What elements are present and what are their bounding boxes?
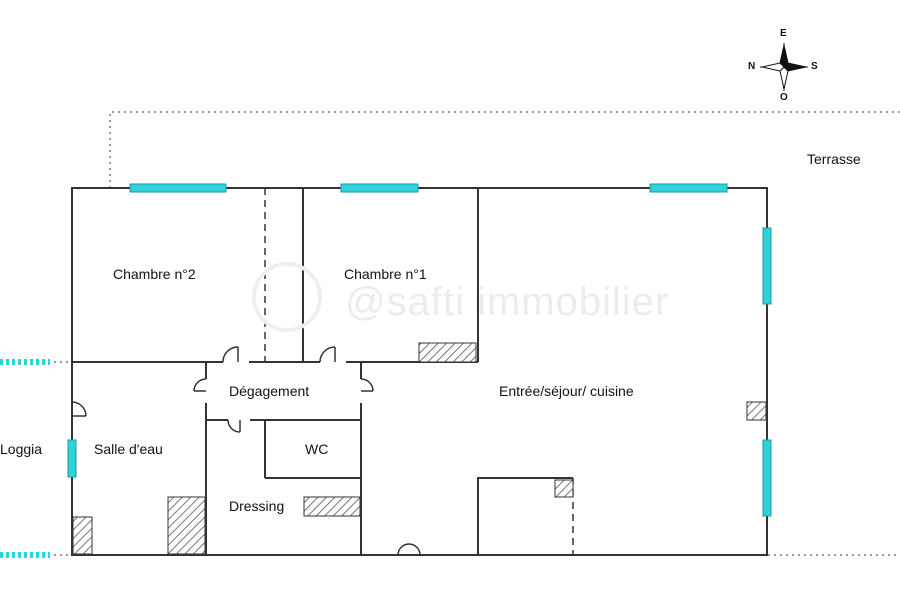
hatched-fixtures xyxy=(72,342,767,555)
door-swings xyxy=(71,346,421,556)
room-label-chambre-2: Chambre n°2 xyxy=(113,266,196,282)
watermark-logo-icon xyxy=(252,262,322,332)
room-label-wc: WC xyxy=(305,441,329,457)
compass-east: E xyxy=(780,28,787,39)
compass-south: S xyxy=(811,61,818,72)
watermark: @safti immobilier xyxy=(345,280,670,324)
loggia-outline xyxy=(0,361,72,556)
compass-rose-icon xyxy=(760,43,808,91)
room-label-degagement: Dégagement xyxy=(229,383,310,399)
room-label-terrasse: Terrasse xyxy=(807,151,861,167)
room-label-chambre-1: Chambre n°1 xyxy=(344,266,427,282)
loggia-windows xyxy=(0,359,50,558)
compass-north: N xyxy=(748,61,756,72)
room-label-loggia: Loggia xyxy=(0,441,43,457)
room-label-salle-eau: Salle d'eau xyxy=(94,441,163,457)
room-label-dressing: Dressing xyxy=(229,498,285,514)
windows xyxy=(67,183,772,517)
room-label-sejour: Entrée/séjour/ cuisine xyxy=(499,383,634,399)
compass-west: O xyxy=(780,92,788,103)
terrace-outline xyxy=(109,111,900,556)
